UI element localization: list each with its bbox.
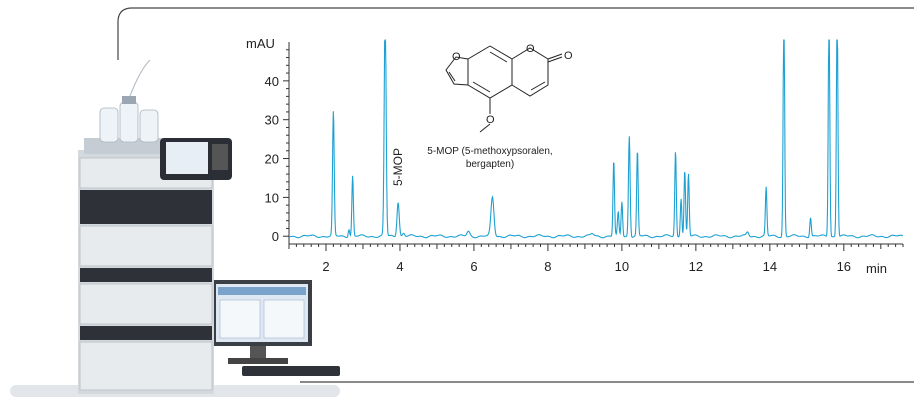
x-tick-label: 10: [615, 259, 629, 274]
y-axis-label: mAU: [246, 36, 275, 51]
y-tick-label: 0: [272, 229, 279, 244]
atom-furan-oxygen: O: [452, 51, 461, 63]
x-tick-label: 4: [396, 259, 403, 274]
x-tick-label: 14: [763, 259, 777, 274]
y-axis: 0 10 20 30 40: [265, 42, 290, 244]
peak-annotation-5-mop: 5-MOP: [391, 148, 405, 186]
x-axis-label: min: [866, 261, 887, 276]
x-axis: 2 4 6 8 10 12 14 16: [288, 243, 904, 274]
chromatogram-chart: 0 10 20 30 40 2 4 6 8 10 12 14 16 mAU min 5-MOP: [246, 36, 904, 276]
x-tick-label: 8: [544, 259, 551, 274]
y-tick-label: 10: [265, 190, 279, 205]
atom-ring-oxygen: O: [526, 43, 535, 55]
chemical-structure-atoms: O O O O: [452, 43, 573, 126]
figure-frame: [117, 7, 914, 383]
hplc-instrument-image: [10, 59, 340, 397]
y-tick-label: 30: [265, 113, 279, 128]
chromatogram-trace: [288, 39, 904, 239]
y-tick-label: 20: [265, 152, 279, 167]
chemical-structure: [445, 45, 563, 133]
y-tick-label: 40: [265, 74, 279, 89]
x-tick-label: 16: [837, 259, 851, 274]
x-tick-label: 6: [470, 259, 477, 274]
compound-label-line2: bergapten): [466, 159, 514, 170]
x-tick-label: 2: [322, 259, 329, 274]
atom-carbonyl-oxygen: O: [564, 50, 573, 62]
x-tick-label: 12: [689, 259, 703, 274]
atom-methoxy-oxygen: O: [486, 114, 495, 126]
compound-label-line1: 5-MOP (5-methoxypsoralen,: [427, 146, 552, 157]
